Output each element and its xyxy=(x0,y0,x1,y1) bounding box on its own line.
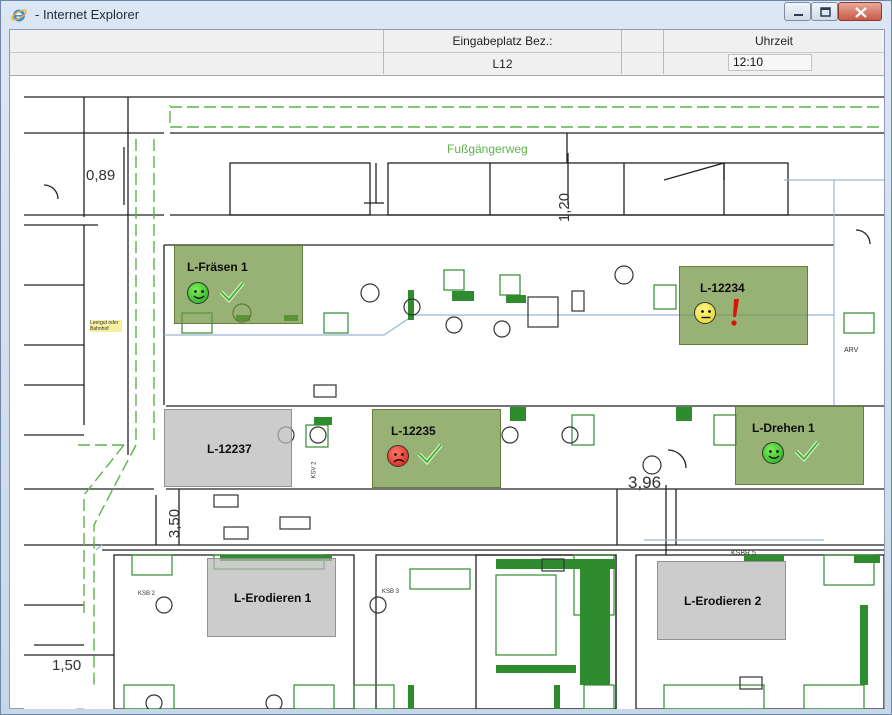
ksv2-label: KSV 2 xyxy=(311,461,318,479)
client-area: Eingabeplatz Bez.: Uhrzeit L12 12:10 xyxy=(9,29,885,709)
uhrzeit-field[interactable]: 12:10 xyxy=(728,54,812,71)
title-bar: - Internet Explorer xyxy=(1,1,891,29)
checkmark-icon xyxy=(219,281,245,303)
dimension-120: 1,20 xyxy=(556,192,574,223)
header-table: Eingabeplatz Bez.: Uhrzeit L12 12:10 xyxy=(10,30,884,76)
checkmark-icon xyxy=(794,440,820,462)
close-icon xyxy=(855,7,867,18)
dimension-150: 1,50 xyxy=(52,657,82,674)
station-l-erodieren-2[interactable]: L-Erodieren 2 xyxy=(657,561,786,640)
minimize-button[interactable] xyxy=(784,2,811,21)
maximize-button[interactable] xyxy=(811,2,838,21)
arv-label: ARV xyxy=(844,347,859,354)
internet-explorer-icon xyxy=(11,9,27,22)
station-l-drehen-1[interactable]: L-Drehen 1 xyxy=(735,406,864,485)
station-label: L-Erodieren 2 xyxy=(684,594,762,608)
walkway-label-top: Fußgängerweg xyxy=(447,142,528,156)
ksbr5-label: KSBR 5 xyxy=(731,550,756,557)
leergut-label: Leergut oder Bahnhof xyxy=(90,320,122,332)
minimize-icon xyxy=(794,14,803,16)
exclamation-icon xyxy=(731,299,739,326)
status-smiley-happy-icon xyxy=(762,442,784,464)
ksb2-label: KSB 2 xyxy=(138,591,156,597)
ksb3-label: KSB 3 xyxy=(382,589,400,595)
checkmark-icon xyxy=(417,443,443,465)
station-label: L-Erodieren 1 xyxy=(234,591,312,605)
station-l-12237[interactable]: L-12237 xyxy=(164,409,292,487)
window-title: - Internet Explorer xyxy=(35,7,140,22)
station-l-erodieren-1[interactable]: L-Erodieren 1 xyxy=(207,558,336,637)
station-label: L-12235 xyxy=(391,424,436,438)
eingabeplatz-value: L12 xyxy=(384,52,622,74)
maximize-icon xyxy=(820,7,831,17)
status-smiley-sad-icon xyxy=(387,445,409,467)
status-smiley-neutral-icon xyxy=(694,302,716,324)
walkway-label-side: gerweg xyxy=(72,708,86,709)
dimension-350: 3,50 xyxy=(166,508,184,539)
station-label: L-Drehen 1 xyxy=(752,421,815,435)
row-spacer-2 xyxy=(622,52,664,74)
station-label: L-12234 xyxy=(700,281,745,295)
column-header-uhrzeit: Uhrzeit xyxy=(754,34,793,48)
station-label: L-12237 xyxy=(207,442,252,456)
header-spacer-2 xyxy=(622,30,664,52)
header-spacer xyxy=(10,30,384,52)
station-l-fraesen-1[interactable]: L-Fräsen 1 xyxy=(174,245,303,324)
floor-plan: Fußgängerweg gerweg 0,89 1,20 3,96 3,50 … xyxy=(24,85,884,709)
dimension-089: 0,89 xyxy=(86,167,116,184)
station-label: L-Fräsen 1 xyxy=(187,260,248,274)
uhrzeit-cell xyxy=(664,52,884,74)
station-l-12235[interactable]: L-12235 xyxy=(372,409,501,488)
status-smiley-happy-icon xyxy=(187,282,209,304)
close-button[interactable] xyxy=(838,2,882,21)
row-spacer xyxy=(10,52,384,74)
station-l-12234[interactable]: L-12234 xyxy=(679,266,808,345)
dimension-396: 3,96 xyxy=(628,473,662,492)
column-header-eingabeplatz: Eingabeplatz Bez.: xyxy=(384,30,622,52)
